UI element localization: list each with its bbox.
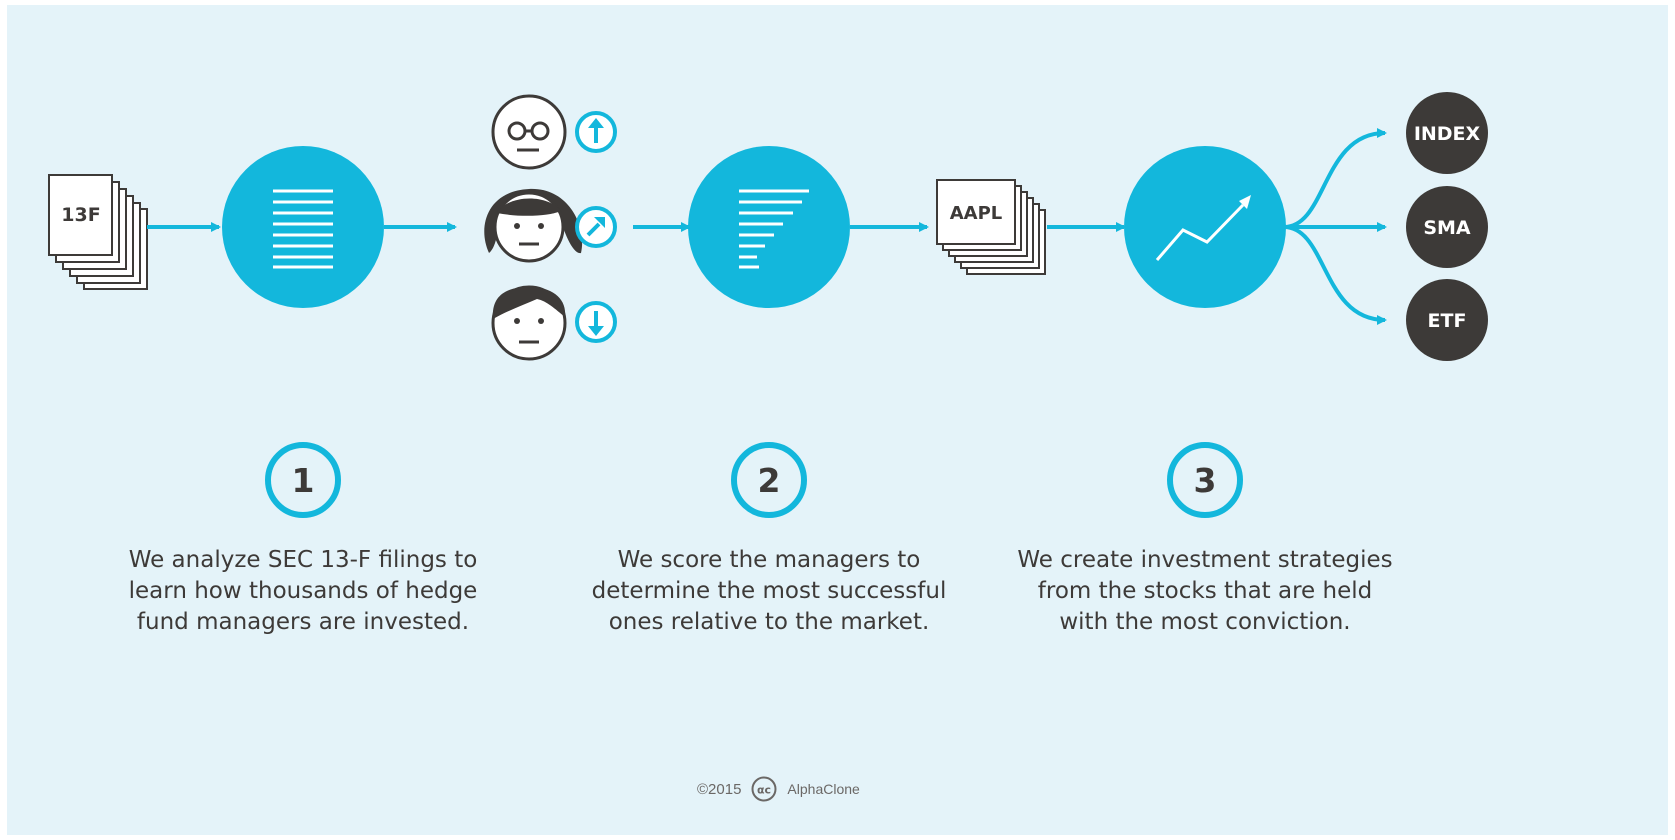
face-woman-icon [484,188,583,263]
output-label: SMA [1423,217,1471,239]
document-stack-icon: AAPL [936,179,1046,275]
output-doc-label: AAPL [950,203,1003,224]
branch-arrow [1283,225,1387,325]
input-doc-label: 13F [61,204,100,226]
logo-mark: αc [757,784,771,797]
output-index: INDEX [1406,92,1488,174]
ranked-lines-icon [688,146,850,308]
step-text-2: We score the managers to determine the m… [591,547,947,635]
face-man-icon [491,285,567,361]
step-number-3: 3 [1167,442,1243,518]
output-etf: ETF [1406,279,1488,361]
branch-arrow [1283,128,1387,229]
process-flow-diagram: 13F [48,92,1488,361]
alphaclone-logo-icon: αc [751,776,777,802]
step-number-1: 1 [265,442,341,518]
chart-trend-icon [1124,146,1286,308]
infographic-panel: 13F [7,5,1668,835]
arrow-diagonal-circle-icon [575,206,617,248]
output-label: INDEX [1414,123,1481,145]
arrow-up-circle-icon [575,111,617,153]
arrow-down-circle-icon [575,301,617,343]
face-glasses-icon [491,94,567,170]
step-text-3: We create investment strategies from the… [1017,547,1393,635]
footer: ©2015 αc AlphaClone [697,773,860,805]
brand-name: AlphaClone [787,781,860,797]
step-text-1: We analyze SEC 13-F filings to learn how… [128,547,478,635]
output-label: ETF [1428,310,1467,332]
text-lines-icon [222,146,384,308]
copyright-text: ©2015 [697,780,742,798]
output-sma: SMA [1406,186,1488,268]
step-number-2: 2 [731,442,807,518]
document-stack-icon: 13F [48,174,148,290]
